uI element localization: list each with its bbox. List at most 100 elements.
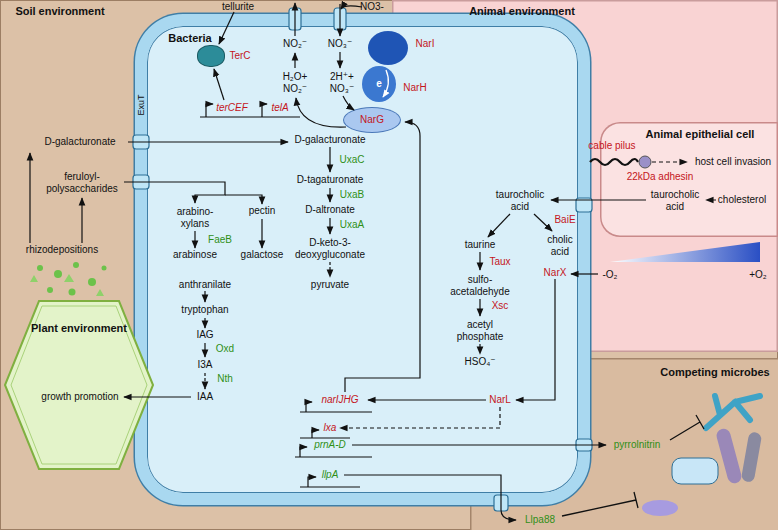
text-label: taurocholic acid xyxy=(645,189,705,212)
electron-arrow xyxy=(383,70,388,97)
node-label: Animal epithelial cell xyxy=(646,128,755,141)
text-label: D-keto-3- deoxygluconate xyxy=(290,237,370,260)
node-label: NarI xyxy=(416,38,435,50)
text-label: tryptophan xyxy=(181,304,228,316)
text-label: NO3- xyxy=(360,1,384,13)
drawing-part xyxy=(124,182,225,203)
arrows xyxy=(30,3,716,520)
protein-shape: TerC xyxy=(198,46,224,66)
drawing-part xyxy=(339,4,340,36)
drawing-part xyxy=(69,289,76,296)
drawing-part xyxy=(534,214,552,231)
node-label: Animal environment xyxy=(469,5,575,18)
text-label: NarL xyxy=(489,394,511,406)
drawing-part xyxy=(225,195,262,204)
text-label: NarX xyxy=(544,267,567,279)
drawing-part xyxy=(571,273,598,274)
text-label: tellurite xyxy=(222,1,254,13)
drawing-part xyxy=(204,318,205,328)
drawing-part xyxy=(300,447,307,457)
text-label: growth promotion xyxy=(41,391,118,403)
drawing-part xyxy=(308,477,316,487)
text-label: taurocholic acid xyxy=(490,189,550,212)
text-label: HSO₄⁻ xyxy=(464,356,495,368)
adhesin xyxy=(639,156,651,168)
drawing-part xyxy=(706,396,760,428)
text-label: pyruvate xyxy=(311,279,349,291)
drawing-part xyxy=(296,98,346,127)
text-label: llpA xyxy=(322,469,339,481)
text-label: -O₂ xyxy=(603,269,618,281)
cable-pilus xyxy=(590,159,638,165)
drawing-part xyxy=(54,270,62,278)
text-label: I3A xyxy=(197,359,212,371)
drawing-part xyxy=(204,373,205,389)
drawing-part xyxy=(706,396,760,428)
text-label: cable pilus xyxy=(588,140,635,152)
drawing-part xyxy=(479,299,480,316)
drawing-part xyxy=(479,252,480,270)
text-label: pectin xyxy=(249,205,276,217)
text-label: pyrrolnitrin xyxy=(614,439,661,451)
text-label: D-tagaturonate xyxy=(297,174,364,186)
drawing-part xyxy=(329,188,330,202)
text-label: NO₃⁻ xyxy=(328,38,352,50)
drawing-part xyxy=(340,407,500,428)
text-label: host cell invasion xyxy=(695,156,771,168)
drawing-part xyxy=(102,266,107,271)
node-label: NarG xyxy=(360,114,384,126)
drawing-part xyxy=(352,444,606,445)
drawing-part xyxy=(576,198,592,212)
text-label: +O₂ xyxy=(749,269,767,281)
protein-shape: NarI xyxy=(368,31,408,65)
rhizodeposition-dots xyxy=(30,262,107,296)
text-label: NO₂⁻ xyxy=(283,38,307,50)
text-label: Llpa88 xyxy=(525,514,555,526)
drawing-part xyxy=(312,430,319,438)
inhibition-lines xyxy=(562,415,704,516)
text-label: D-galacturonate xyxy=(294,134,365,146)
drawing-part xyxy=(204,343,205,357)
drawing-part xyxy=(262,104,267,117)
drawing-part xyxy=(219,12,234,44)
oxygen-gradient xyxy=(610,242,760,262)
text-label: galactose xyxy=(241,249,284,261)
drawing-part xyxy=(642,500,678,516)
drawing-part xyxy=(133,175,149,189)
drawing-part xyxy=(214,69,224,100)
drawing-part xyxy=(294,53,295,68)
node-label: Competing microbes xyxy=(660,366,769,379)
drawing-part xyxy=(551,199,646,200)
drawing-part xyxy=(204,291,205,302)
text-label: feruloyl- polysaccharides xyxy=(41,171,123,194)
drawing-part xyxy=(88,278,96,286)
drawing-part xyxy=(306,402,312,412)
text-label: anthranilate xyxy=(179,279,231,291)
node-label: Bacteria xyxy=(168,32,211,45)
drawing-part xyxy=(30,274,104,296)
drawing-part xyxy=(200,117,372,487)
node-label: NarH xyxy=(403,82,426,94)
drawing-part xyxy=(706,199,716,200)
text-label: terCEF xyxy=(216,102,248,114)
drawing-part xyxy=(576,439,592,451)
drawing-part xyxy=(206,104,213,117)
text-label: Taux xyxy=(489,256,510,268)
drawing-part xyxy=(341,6,362,9)
text-label: sulfo- acetaldehyde xyxy=(445,274,515,297)
drawing-part xyxy=(81,198,82,243)
text-label: rhizodepositions xyxy=(26,244,98,256)
drawing-part xyxy=(294,3,295,36)
drawing-part xyxy=(334,8,346,30)
text-label: acetyl phosphate xyxy=(450,319,510,342)
text-label: cholesterol xyxy=(718,194,766,206)
text-label: H₂O+ NO₂⁻ xyxy=(279,71,311,94)
drawing-part xyxy=(516,279,555,400)
drawing-part xyxy=(562,492,638,516)
text-label: e xyxy=(376,78,382,90)
text-label: Nth xyxy=(217,373,233,385)
drawing-part xyxy=(329,262,330,277)
text-label: IAA xyxy=(197,391,213,403)
text-label: taurine xyxy=(465,239,496,251)
